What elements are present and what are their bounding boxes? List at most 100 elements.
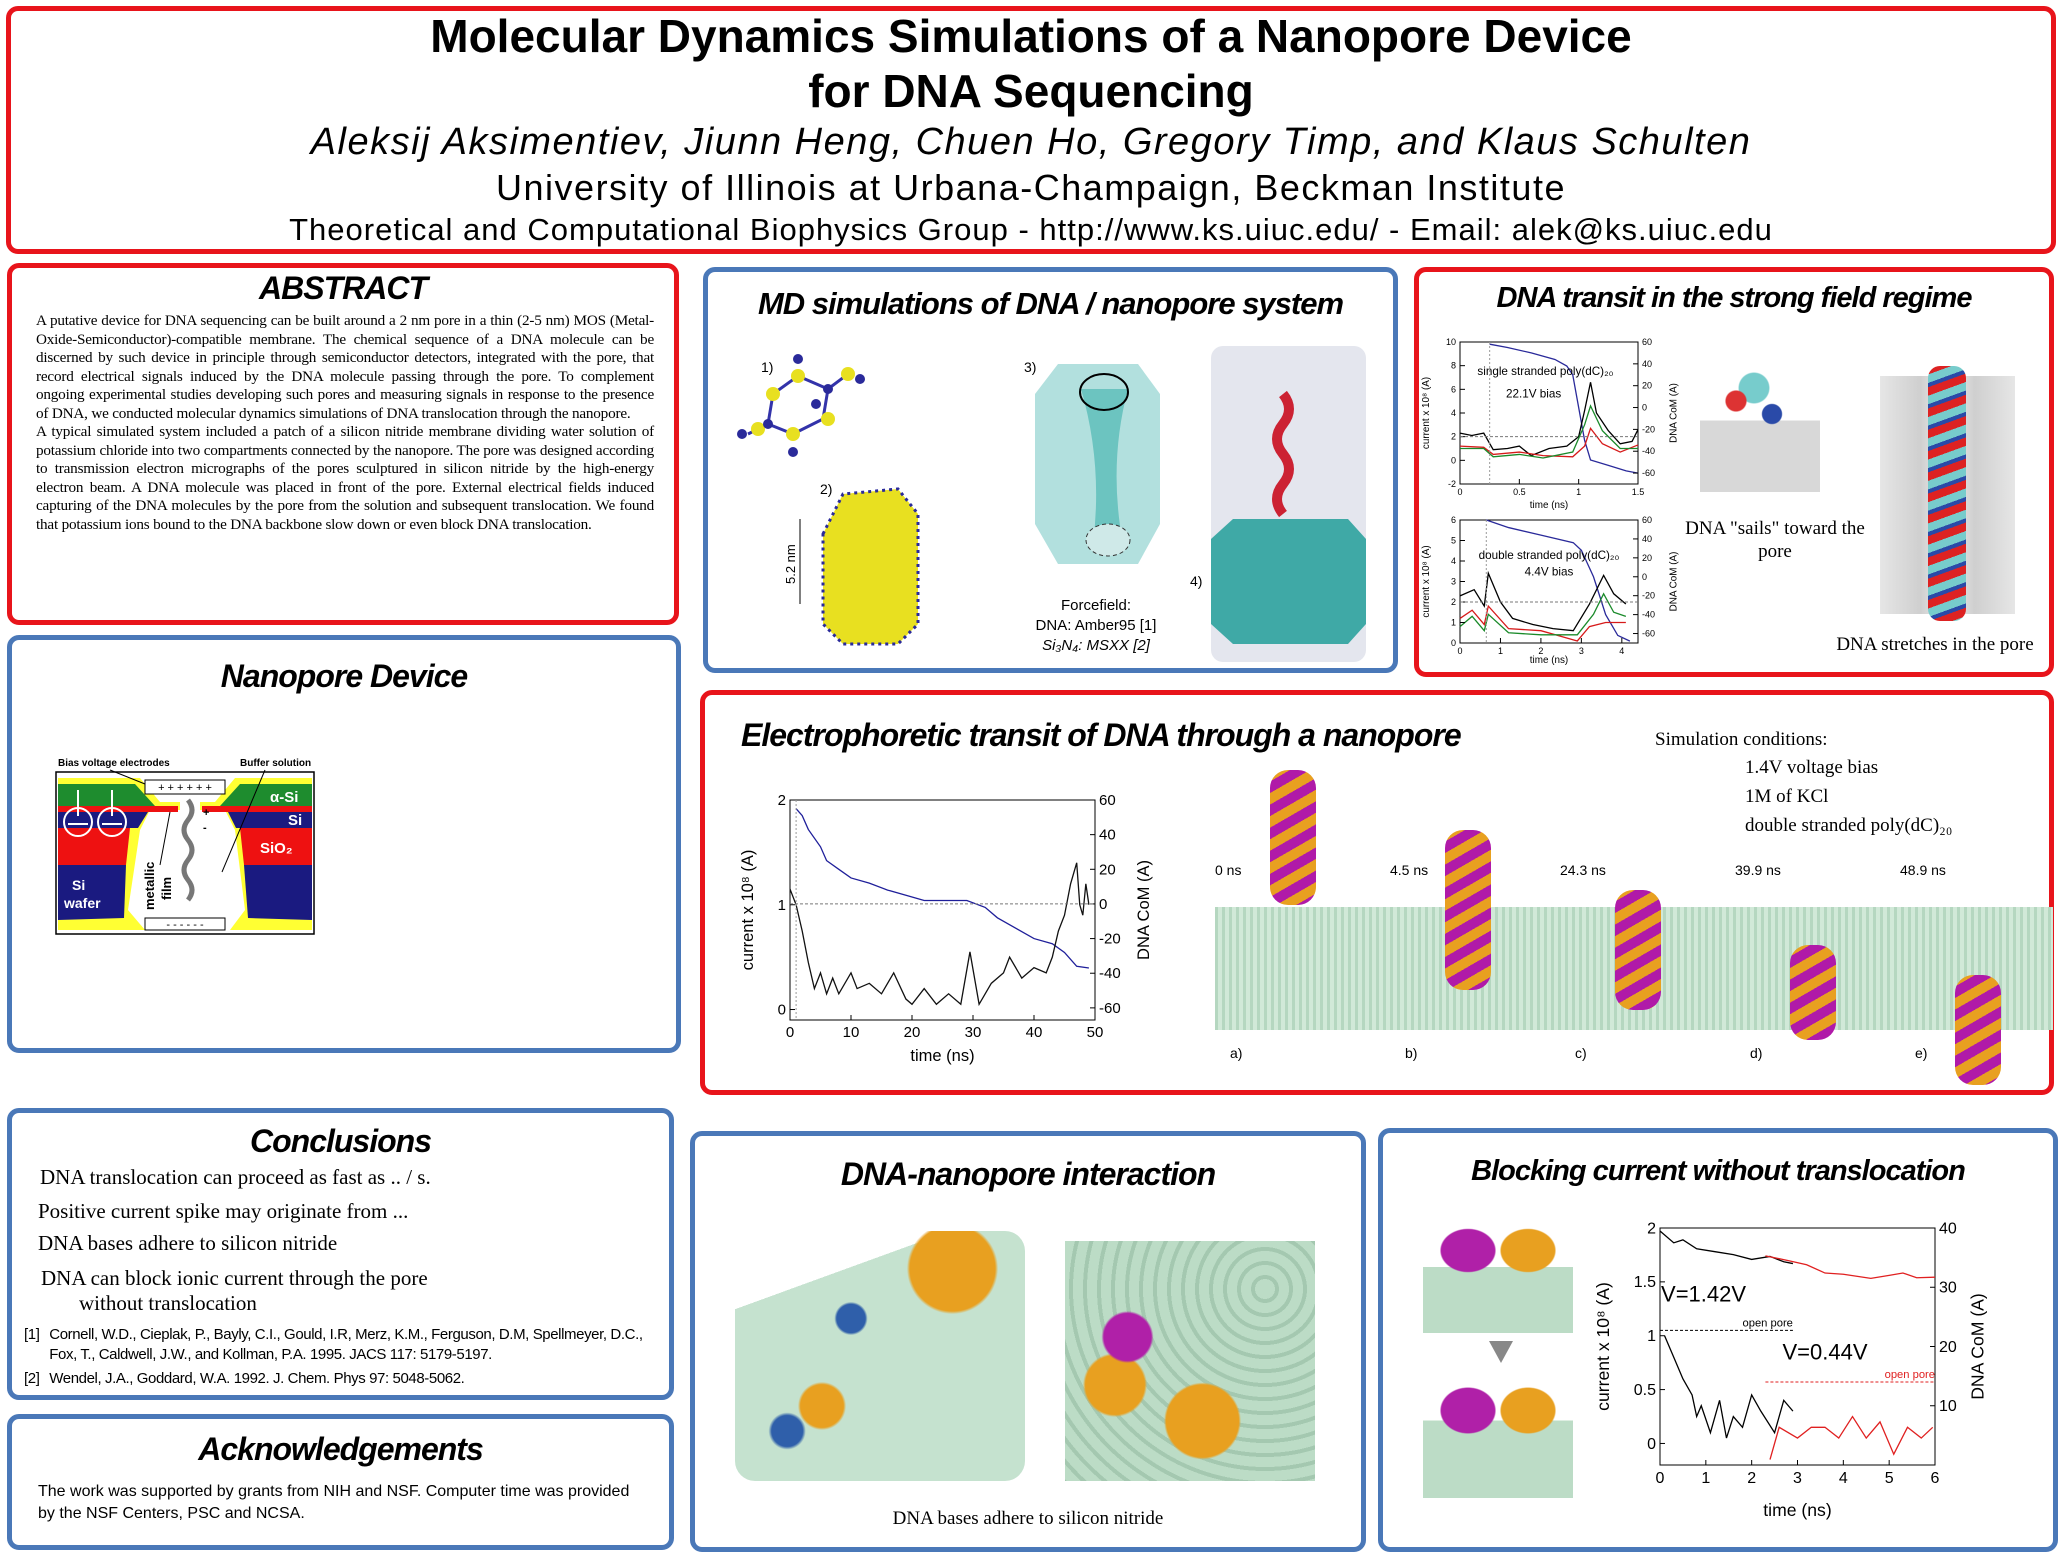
sio2-right xyxy=(240,828,312,865)
y-tick-label: 2 xyxy=(778,792,786,809)
reference-line-label: open pore xyxy=(1885,1369,1935,1381)
y2-tick-label: -20 xyxy=(1642,591,1655,601)
dna-snapshot xyxy=(1270,770,1316,905)
series-line xyxy=(1765,1255,1936,1280)
down-arrow-icon xyxy=(1489,1341,1513,1363)
reference-1: [1] Cornell, W.D., Cieplak, P., Bayly, C… xyxy=(24,1325,669,1365)
si-layer-right xyxy=(228,812,312,828)
snapshot-time: 39.9 ns xyxy=(1735,862,1781,878)
x-tick-label: 0.5 xyxy=(1513,487,1526,497)
si-wafer-left xyxy=(58,865,126,920)
sio2-left xyxy=(58,828,130,865)
y2-tick-label: -20 xyxy=(1642,424,1655,434)
chart-annotation: 22.1V bias xyxy=(1506,388,1561,401)
alpha-si-layer-left xyxy=(58,784,155,806)
plot-frame xyxy=(1459,341,1639,485)
snapshot-letter: d) xyxy=(1750,1045,1763,1061)
reference-text: Cornell, W.D., Cieplak, P., Bayly, C.I.,… xyxy=(49,1326,643,1363)
chart-annotation: double stranded poly(dC)₂₀ xyxy=(1479,549,1620,562)
y2-tick-label: 40 xyxy=(1642,359,1652,369)
y2-axis-label: DNA CoM (A) xyxy=(1968,1293,1988,1400)
y2-tick-label: 0 xyxy=(1642,572,1647,582)
condition-item: 1.4V voltage bias xyxy=(1745,757,1879,778)
y2-tick-label: 40 xyxy=(1099,827,1116,844)
y2-tick-label: -60 xyxy=(1642,468,1655,478)
x-tick-label: 20 xyxy=(904,1024,921,1041)
membrane-block-icon xyxy=(1211,519,1366,644)
arrow-buffer xyxy=(221,769,266,873)
x-tick-label: 3 xyxy=(1793,1470,1802,1487)
alpha-si-layer-right xyxy=(220,784,312,806)
x-tick-label: 4 xyxy=(1839,1470,1848,1487)
y-tick-label: 0 xyxy=(1647,1436,1656,1453)
acknowledgements-panel: Acknowledgements The work was supported … xyxy=(7,1414,674,1550)
x-tick-label: 1 xyxy=(1576,487,1581,497)
snapshot-time: 24.3 ns xyxy=(1560,862,1606,878)
y2-tick-label: -40 xyxy=(1642,610,1655,620)
y-tick-label: 1 xyxy=(778,897,786,914)
label-alpha-si: α-Si xyxy=(270,789,298,806)
label-plus: + xyxy=(203,807,209,819)
series-line xyxy=(1459,604,1626,642)
x-tick-label: 1.5 xyxy=(1632,487,1645,497)
conclusions-panel: Conclusions DNA translocation can procee… xyxy=(7,1108,674,1400)
y-axis-label: current x 10⁸ (A) xyxy=(1593,1282,1613,1411)
conclusion-item: DNA can block ionic current through the … xyxy=(41,1266,428,1290)
blocking-panel: Blocking current without translocation xyxy=(1378,1128,2058,1552)
x-tick-label: 5 xyxy=(1885,1470,1894,1487)
electrophoretic-title: Electrophoretic transit of DNA through a… xyxy=(741,717,1462,753)
y-tick-label: 2 xyxy=(1451,432,1456,442)
y2-tick-label: 20 xyxy=(1642,381,1652,391)
snapshot-time: 0 ns xyxy=(1215,862,1242,878)
label-4: 4) xyxy=(1190,573,1202,589)
abstract-paragraph-1: A putative device for DNA sequencing can… xyxy=(36,312,654,422)
forcefield-dna: DNA: Amber95 [1] xyxy=(1036,617,1157,634)
x-tick-label: 3 xyxy=(1579,646,1584,656)
red-layer-top-right xyxy=(202,806,312,812)
reference-text: Wendel, J.A., Goddard, W.A. 1992. J. Che… xyxy=(49,1370,465,1387)
y-tick-label: 6 xyxy=(1451,384,1456,394)
x-tick-label: 1 xyxy=(1498,646,1503,656)
dna-sails-image xyxy=(1700,362,1820,492)
y2-tick-label: 60 xyxy=(1642,515,1652,525)
label-2: 2) xyxy=(820,481,832,497)
series-line xyxy=(1459,570,1627,632)
condition-item: 1M of KCl xyxy=(1745,786,1829,807)
snapshot-letter: a) xyxy=(1230,1045,1243,1061)
poster-header: Molecular Dynamics Simulations of a Nano… xyxy=(6,6,2056,254)
abstract-panel: ABSTRACT A putative device for DNA seque… xyxy=(7,263,679,625)
label-metallic: metallic xyxy=(142,862,157,910)
y-tick-label: 5 xyxy=(1451,536,1456,546)
y2-tick-label: -40 xyxy=(1099,965,1121,982)
abstract-body: A putative device for DNA sequencing can… xyxy=(36,312,654,534)
arrow-electrodes xyxy=(109,769,146,785)
y-tick-label: 0 xyxy=(778,1002,786,1019)
dna-snapshot xyxy=(1445,830,1491,990)
snapshot-letter: e) xyxy=(1915,1045,1928,1061)
y-tick-label: 1 xyxy=(1647,1328,1656,1345)
dna-membrane-image-1 xyxy=(735,1231,1025,1481)
conclusion-item: without translocation xyxy=(79,1291,257,1315)
interaction-caption: DNA bases adhere to silicon nitride xyxy=(892,1508,1164,1529)
x-tick-label: 2 xyxy=(1538,646,1543,656)
snapshot-time: 4.5 ns xyxy=(1390,862,1429,878)
label-3: 3) xyxy=(1024,359,1036,375)
dna-molecule-icon xyxy=(1272,390,1294,518)
y2-axis-label: DNA CoM (A) xyxy=(1668,383,1679,443)
interaction-panel: DNA-nanopore interaction DNA bases adher… xyxy=(690,1131,1366,1552)
poster-title-line2: for DNA Sequencing xyxy=(808,65,1254,117)
y-tick-label: 2 xyxy=(1451,597,1456,607)
strong-field-title: DNA transit in the strong field regime xyxy=(1496,282,1973,314)
dna-snapshot xyxy=(1955,975,2001,1085)
label-si-wafer-2: wafer xyxy=(63,895,101,911)
snapshot-time: 48.9 ns xyxy=(1900,862,1946,878)
x-tick-label: 0 xyxy=(1457,487,1462,497)
chart-annotation: 4.4V bias xyxy=(1525,565,1574,578)
nanopore-device-diagram: + + + + + + - - - - - - Bias voltage ele… xyxy=(55,758,315,935)
chart-annotation: single stranded poly(dC)₂₀ xyxy=(1477,365,1613,378)
blocking-title: Blocking current without translocation xyxy=(1471,1155,1966,1187)
y-tick-label: -2 xyxy=(1448,479,1456,489)
